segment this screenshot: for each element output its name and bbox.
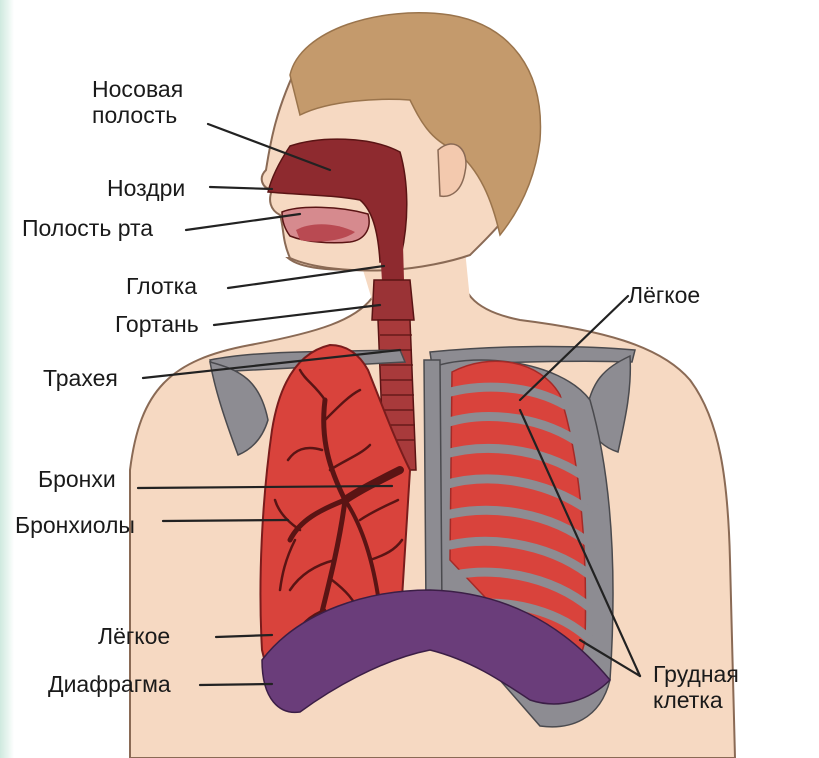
leader-rib-cage-1 (520, 410, 640, 676)
leader-lung-left (216, 635, 272, 637)
label-larynx: Гортань (115, 311, 199, 337)
label-lung-right: Лёгкое (628, 282, 700, 308)
leader-bronchi (138, 486, 392, 488)
label-oral-cavity: Полость рта (22, 215, 153, 241)
label-rib-cage: Грудная клетка (653, 661, 739, 713)
leader-nasal-cavity (208, 124, 330, 170)
label-nasal-cavity: Носовая полость (92, 76, 183, 128)
label-pharynx: Глотка (126, 273, 197, 299)
leader-diaphragm (200, 684, 272, 685)
leader-oral-cavity (186, 214, 300, 230)
leader-larynx (214, 305, 380, 325)
leader-lung-right (520, 296, 628, 400)
leader-nostrils (210, 187, 272, 189)
leader-pharynx (228, 266, 384, 288)
label-nostrils: Ноздри (107, 175, 185, 201)
label-bronchi: Бронхи (38, 466, 116, 492)
label-lung-left: Лёгкое (98, 623, 170, 649)
label-diaphragm: Диафрагма (48, 671, 171, 697)
label-trachea: Трахея (43, 365, 118, 391)
label-bronchioles: Бронхиолы (15, 512, 135, 538)
leader-bronchioles (163, 520, 288, 521)
leader-trachea (143, 350, 400, 378)
